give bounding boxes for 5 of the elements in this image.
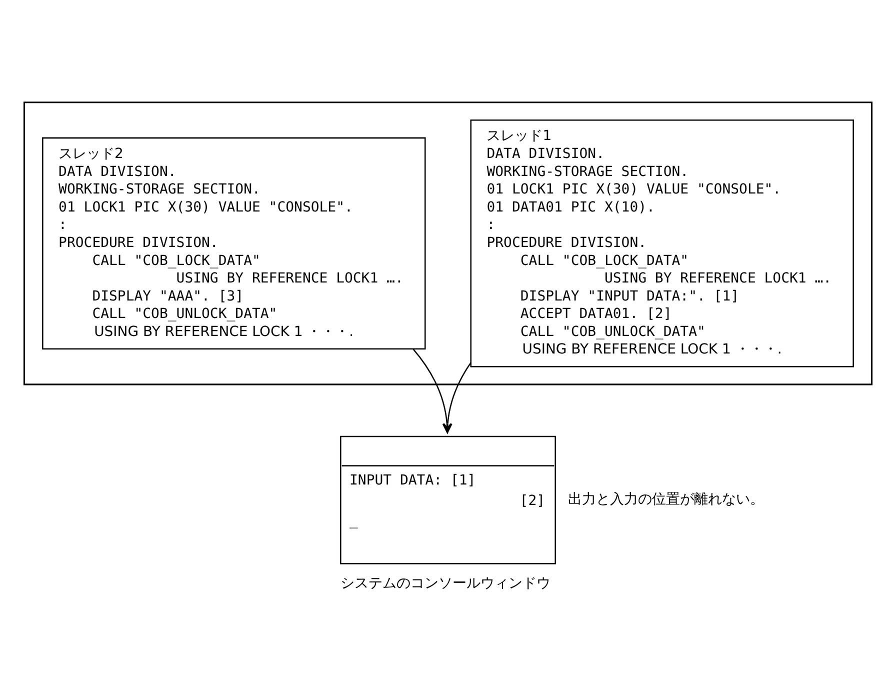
node-box: スレッド1 DATA DIVISION. WORKING-STORAGE SECTION. 01 LOCK1 PIC X(30) VALUE "CONSOLE". 01 DATA01 PIC X(10). : PROCEDURE DIVISION. CALL "COB_LOCK_DATA" USING BY REFERENCE LOCK1 …. DISPLAY "INPUT DATA:". [1] ACCEPT DATA01. [2] CALL "COB_UNLOCK_DATA" USING BY REFERENCE LOCK 1 ・・・. xyxy=(470,119,854,367)
node-box: スレッド2 DATA DIVISION. WORKING-STORAGE SECTION. 01 LOCK1 PIC X(30) VALUE "CONSOLE". : PROCEDURE DIVISION. CALL "COB_LOCK_DATA" USING BY REFERENCE LOCK1 …. DISPLAY "AAA". [3] CALL "COB_UNLOCK_DATA" USING BY REFERENCE LOCK 1 ・・・. xyxy=(42,136,426,349)
node-label: 出力と入力の位置が離れない。 xyxy=(568,491,764,508)
node-label: システムのコンソールウィンドウ xyxy=(340,574,550,591)
cluster xyxy=(22,101,872,385)
